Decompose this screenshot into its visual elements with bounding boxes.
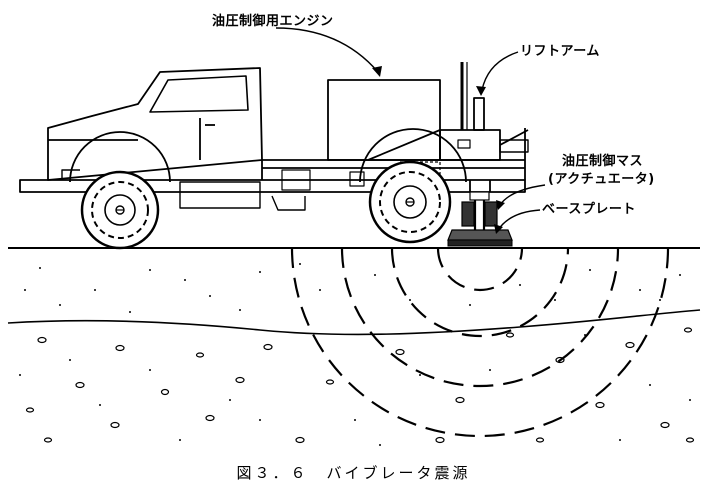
figure-caption: 図３．６ バイブレータ震源 xyxy=(236,464,471,482)
base-plate-label: ベースプレート xyxy=(542,202,636,217)
upper-soil-texture xyxy=(24,263,681,313)
lower-soil-pebbles xyxy=(25,327,695,444)
engine-label: 油圧制御用エンジン xyxy=(212,14,334,29)
lift-arm xyxy=(473,97,485,131)
reaction-mass-left xyxy=(461,201,475,227)
lower-soil-texture xyxy=(19,334,691,446)
front-wheel xyxy=(80,170,160,250)
arrowheads xyxy=(372,66,505,234)
actuator-label-line2: (アクチュエータ) xyxy=(548,172,655,187)
actuator-label-line1: 油圧制御マス xyxy=(562,154,644,169)
truck-chassis xyxy=(19,179,526,193)
layer-boundary-line xyxy=(7,309,701,336)
rear-wheel xyxy=(368,160,452,244)
base-plate xyxy=(447,229,513,241)
reaction-mass-right xyxy=(484,201,498,227)
truck-cab xyxy=(47,67,263,181)
lift-arm-label: リフトアーム xyxy=(520,44,600,59)
hydraulic-engine-box xyxy=(327,79,441,161)
cab-window xyxy=(149,75,249,113)
truck xyxy=(19,62,529,211)
actuator-assembly xyxy=(447,191,513,247)
seismic-wavefronts xyxy=(290,248,670,438)
